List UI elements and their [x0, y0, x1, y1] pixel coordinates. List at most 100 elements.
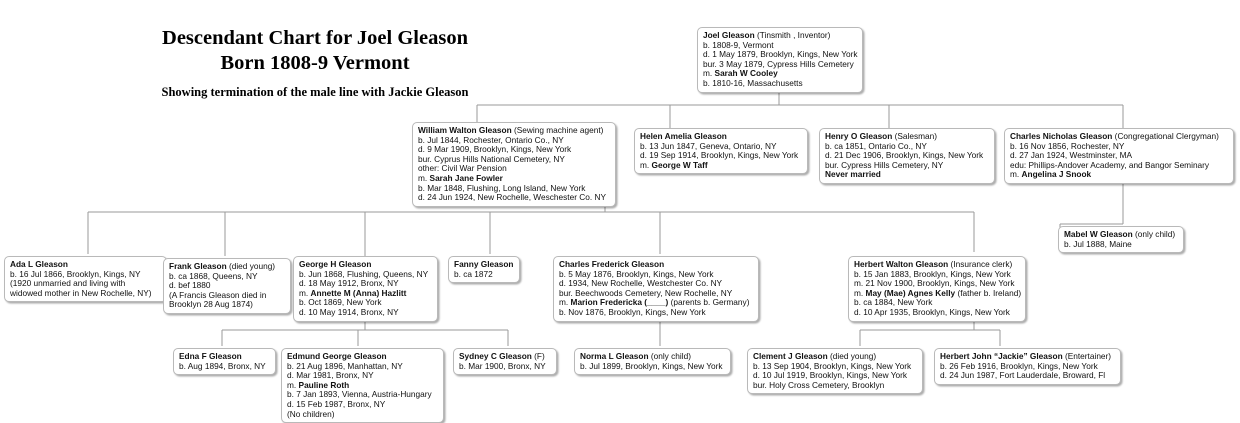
person-spouse-line: m. Sarah W Cooley: [703, 69, 857, 79]
chart-title-line1: Descendant Chart for Joel Gleason: [162, 27, 468, 49]
person-name-line: Frank Gleason (died young): [169, 261, 285, 272]
person-name: George H Gleason: [299, 259, 372, 269]
person-node-jackie-gleason[interactable]: Herbert John “Jackie” Gleason (Entertain…: [934, 348, 1121, 385]
marriage-prefix: m.: [854, 287, 866, 298]
person-detail-line: d. 1 May 1879, Brooklyn, Kings, New York: [703, 49, 858, 60]
spouse-name: Angelina J Snook: [1021, 169, 1092, 180]
chart-subtitle: Showing termination of the male line wit…: [161, 85, 469, 99]
person-name-line: Charles Frederick Gleason: [559, 259, 753, 270]
person-spouse-line: m. Pauline Roth: [287, 379, 438, 391]
person-name: Helen Amelia Gleason: [640, 131, 727, 141]
chart-title-line2: Born 1808-9 Vermont: [220, 52, 410, 74]
person-detail-line: b. 1808-9, Vermont: [703, 39, 774, 50]
person-name: Norma L Gleason: [580, 351, 649, 361]
person-name-line: Mabel W Gleason (only child): [1064, 229, 1178, 240]
marriage-prefix: m.: [1010, 169, 1022, 180]
person-node-william-walton-gleason[interactable]: William Walton Gleason (Sewing machine a…: [412, 122, 616, 207]
person-node-sydney-c-gleason[interactable]: Sydney C Gleason (F)b. Mar 1900, Bronx, …: [453, 348, 557, 376]
person-name: Edmund George Gleason: [287, 351, 387, 361]
person-occupation: (only child): [1132, 229, 1176, 239]
marriage-prefix: m.: [299, 287, 311, 298]
person-name-line: Herbert John “Jackie” Gleason (Entertain…: [940, 351, 1115, 362]
spouse-name: Pauline Roth: [298, 379, 350, 390]
person-name-line: Herbert Walton Gleason (Insurance clerk): [854, 259, 1020, 270]
person-detail-line: d. 27 Jan 1924, Westminster, MA: [1010, 150, 1133, 161]
person-detail-line: d. Mar 1981, Bronx, NY: [287, 370, 374, 381]
person-detail-line: b. 13 Jun 1847, Geneva, Ontario, NY: [640, 140, 777, 151]
person-name-line: Edna F Gleason: [179, 351, 270, 362]
person-occupation: (Entertainer): [1062, 351, 1112, 361]
person-name: Ada L Gleason: [10, 259, 68, 269]
person-name-line: Fanny Gleason: [454, 259, 514, 270]
spouse-detail-line: d. 24 Jun 1924, New Rochelle, Weschester…: [418, 192, 607, 203]
person-name-line: Henry O Gleason (Salesman): [825, 131, 989, 142]
spouse-name: May (Mae) Agnes Kelly: [865, 287, 956, 298]
person-spouse-line: m. Sarah Jane Fowler: [418, 172, 610, 184]
spouse-detail-line: b. Oct 1869, New York: [299, 297, 382, 308]
person-detail-line: b. Jul 1844, Rochester, Ontario Co., NY: [418, 134, 564, 145]
person-occupation: (Congregational Clergyman): [1112, 131, 1219, 141]
person-detail-line: widowed mother in New Rochelle, NY): [10, 287, 152, 298]
spouse-note: (parents b. Germany): [668, 297, 750, 308]
person-name: Sydney C Gleason: [459, 351, 532, 361]
person-name: Charles Frederick Gleason: [559, 259, 665, 269]
person-name: Fanny Gleason: [454, 259, 514, 269]
person-node-charles-nicholas-gleason[interactable]: Charles Nicholas Gleason (Congregational…: [1004, 128, 1234, 184]
person-node-norma-l-gleason[interactable]: Norma L Gleason (only child)b. Jul 1899,…: [574, 348, 731, 376]
chart-title-block: Descendant Chart for Joel Gleason Born 1…: [140, 26, 490, 101]
spouse-detail-line: d. 10 May 1914, Bronx, NY: [299, 306, 399, 317]
person-name-line: Joel Gleason (Tinsmith , Inventor): [703, 30, 857, 41]
person-name: Edna F Gleason: [179, 351, 242, 361]
person-name-line: Clement J Gleason (died young): [753, 351, 917, 362]
person-spouse-line: m. Marion Fredericka (____) (parents b. …: [559, 298, 753, 308]
person-detail-line: b. 5 May 1876, Brooklyn, Kings, New York: [559, 268, 714, 279]
person-name-line: Helen Amelia Gleason: [640, 131, 802, 142]
person-name: Herbert Walton Gleason: [854, 259, 949, 269]
person-occupation: (Sewing machine agent): [511, 125, 604, 135]
person-detail-line: edu: Phillips-Andover Academy, and Bango…: [1010, 159, 1210, 170]
person-node-joel-gleason[interactable]: Joel Gleason (Tinsmith , Inventor)b. 180…: [697, 27, 863, 93]
person-name: Herbert John “Jackie” Gleason: [940, 351, 1063, 361]
spouse-name: Annette M (Anna) Hazlitt: [310, 287, 407, 298]
person-node-herbert-walton-gleason[interactable]: Herbert Walton Gleason (Insurance clerk)…: [848, 256, 1026, 322]
person-name: Mabel W Gleason: [1064, 229, 1133, 239]
person-detail-line: bur. Beechwoods Cemetery, New Rochelle, …: [559, 287, 733, 298]
person-detail-line: d. bef 1880: [169, 280, 211, 291]
marriage-prefix: m.: [640, 159, 652, 170]
person-spouse-line: m. Angelina J Snook: [1010, 170, 1228, 180]
spouse-detail-line: b. Nov 1876, Brooklyn, Kings, New York: [559, 306, 706, 317]
person-detail-line: b. Jul 1888, Maine: [1064, 238, 1132, 249]
spouse-name: George W Taff: [651, 159, 708, 170]
marriage-prefix: m.: [418, 172, 430, 183]
person-name-line: George H Gleason: [299, 259, 432, 270]
person-node-frank-gleason[interactable]: Frank Gleason (died young)b. ca 1868, Qu…: [163, 258, 291, 314]
person-name-line: Sydney C Gleason (F): [459, 351, 551, 362]
person-occupation: (died young): [226, 261, 276, 271]
person-detail-line: b. 15 Jan 1883, Brooklyn, Kings, New Yor…: [854, 268, 1011, 279]
person-node-clement-j-gleason[interactable]: Clement J Gleason (died young)b. 13 Sep …: [747, 348, 923, 395]
person-detail-line: Brooklyn 28 Aug 1874): [169, 299, 253, 310]
person-detail-line: b. 21 Aug 1896, Manhattan, NY: [287, 360, 403, 371]
spouse-detail-line: (No children): [287, 408, 335, 419]
spouse-detail-line: b. ca 1884, New York: [854, 297, 933, 308]
person-node-mabel-w-gleason[interactable]: Mabel W Gleason (only child)b. Jul 1888,…: [1058, 226, 1184, 254]
person-detail-line: b. Aug 1894, Bronx, NY: [179, 360, 266, 371]
spouse-detail-line: b. 1810-16, Massachusetts: [703, 77, 803, 88]
spouse-name: Never married: [825, 169, 881, 180]
person-name: Clement J Gleason: [753, 351, 828, 361]
person-node-henry-o-gleason[interactable]: Henry O Gleason (Salesman)b. ca 1851, On…: [819, 128, 995, 184]
person-detail-line: b. 16 Jul 1866, Brooklyn, Kings, NY: [10, 268, 141, 279]
person-detail-line: other: Civil War Pension: [418, 163, 507, 174]
person-detail-line: b. Jun 1868, Flushing, Queens, NY: [299, 268, 429, 279]
person-name: Henry O Gleason: [825, 131, 893, 141]
person-detail-line: d. 1934, New Rochelle, Westchester Co. N…: [559, 278, 723, 289]
person-detail-line: bur. 3 May 1879, Cypress Hills Cemetery: [703, 58, 854, 69]
marriage-prefix: m.: [287, 379, 299, 390]
